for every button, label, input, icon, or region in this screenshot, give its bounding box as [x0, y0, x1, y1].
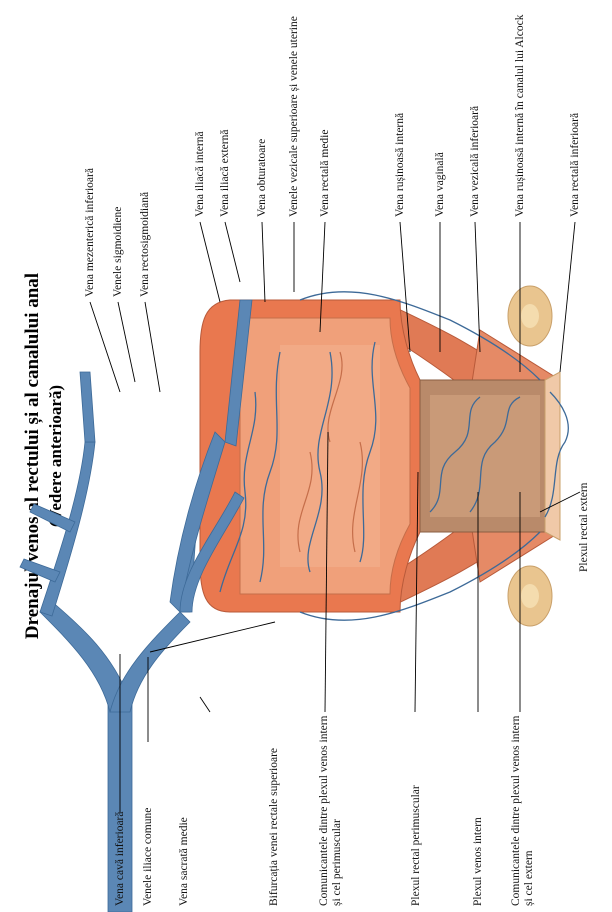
label-vena-vaginala: Vena vaginală — [434, 152, 446, 217]
right-common-iliac-vessel — [109, 611, 191, 713]
label-comunicantele-perimuscular: Comunicantele dintre plexul venos intern… — [318, 715, 343, 906]
label-bifurcatia-venei-rectale: Bifurcația venei rectale superioare — [268, 747, 280, 906]
label-venele-iliace-comune: Venele iliace comune — [142, 807, 154, 906]
label-plexul-venos-intern: Plexul venos intern — [472, 817, 484, 906]
leader-lines — [89, 221, 581, 812]
label-plexul-rectal-perimuscular: Plexul rectal perimuscular — [410, 785, 422, 906]
bone-shapes — [507, 285, 553, 627]
label-vena-sacrata-medie: Vena sacrată medie — [178, 817, 190, 906]
label-vena-rectosigmoidiana: Vena rectosigmoidiană — [139, 191, 151, 297]
label-vena-rectala-medie: Vena rectală medie — [319, 129, 331, 217]
label-vena-iliaca-interna: Vena iliacă internă — [194, 131, 206, 217]
rectum — [199, 299, 421, 613]
label-vena-rusinoasa-interna: Vena rușinoasă internă — [394, 112, 406, 217]
label-vena-mezenterica-inferioara: Vena mezenterică inferioară — [84, 168, 96, 297]
label-comunicantele-extern: Comunicantele dintre plexul venos intern… — [510, 715, 535, 906]
vein-network — [19, 299, 253, 912]
anal-canal — [419, 371, 561, 541]
label-vena-vezicala-inferioara: Vena vezicală inferioară — [469, 105, 481, 217]
label-plexul-rectal-extern: Plexul rectal extern — [578, 482, 590, 572]
label-vena-rectala-inferioara: Vena rectală inferioară — [569, 112, 581, 217]
label-venele-vezicale: Venele vezicale superioare și venele ute… — [288, 16, 300, 217]
label-vena-cava-inferioara: Vena cavă inferioară — [114, 811, 126, 907]
label-venele-sigmoidiene: Venele sigmoidiene — [112, 206, 124, 297]
label-vena-rusinoasa-alcock: Vena rușinoasă internă în canalul lui Al… — [514, 14, 526, 217]
label-vena-iliaca-externa: Vena iliacă externă — [219, 129, 231, 217]
label-vena-obturatoare: Vena obturatoare — [256, 138, 268, 217]
venous-plexus — [219, 291, 569, 621]
